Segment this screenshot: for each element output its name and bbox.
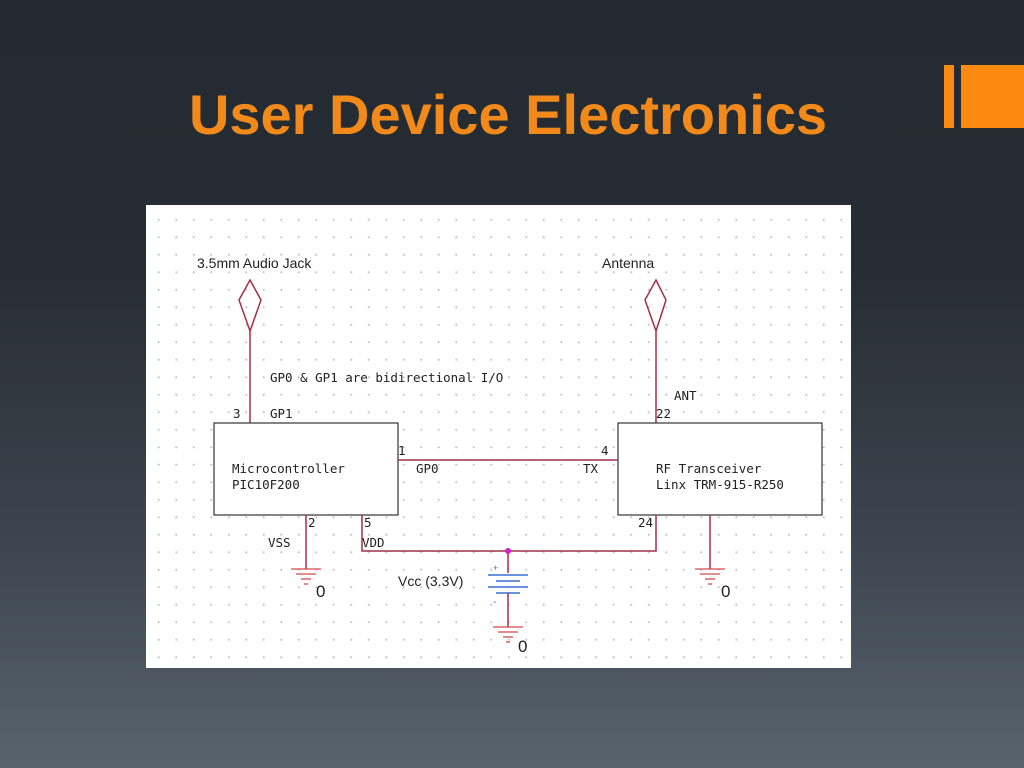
ground-symbol-mcu bbox=[291, 568, 321, 585]
ground-symbol-battery bbox=[493, 626, 523, 643]
pin-tx-number: 4 bbox=[601, 443, 609, 458]
slide-title: User Device Electronics bbox=[188, 83, 828, 146]
battery-plus: + bbox=[493, 563, 498, 573]
pin-gp1-name: GP1 bbox=[270, 406, 293, 421]
schematic-svg: 3.5mm Audio Jack Antenna GP0 & GP1 are b… bbox=[197, 255, 823, 656]
pin-vdd-number: 5 bbox=[364, 515, 372, 530]
antenna-label: Antenna bbox=[602, 255, 654, 271]
microcontroller-part: PIC10F200 bbox=[232, 477, 300, 492]
antenna-symbol bbox=[644, 278, 667, 334]
transceiver-box bbox=[617, 422, 823, 516]
transceiver-name: RF Transceiver bbox=[656, 461, 762, 476]
pin-gp1-number: 3 bbox=[233, 406, 241, 421]
microcontroller-name: Microcontroller bbox=[232, 461, 345, 476]
battery-label: Vcc (3.3V) bbox=[398, 573, 463, 589]
microcontroller-box bbox=[213, 422, 399, 516]
pin-vdd-name: VDD bbox=[362, 535, 385, 550]
pin-ant-name: ANT bbox=[674, 388, 697, 403]
transceiver-part: Linx TRM-915-R250 bbox=[656, 477, 784, 492]
battery-minus: - bbox=[493, 597, 496, 608]
pin-vss-number: 2 bbox=[308, 515, 316, 530]
ground-label-transceiver: 0 bbox=[721, 582, 730, 601]
ground-symbol-transceiver bbox=[695, 568, 725, 585]
pin-tx-name: TX bbox=[583, 461, 599, 476]
decorative-block bbox=[961, 65, 1024, 128]
audio-jack-label: 3.5mm Audio Jack bbox=[197, 255, 312, 271]
pin-gp0-name: GP0 bbox=[416, 461, 439, 476]
battery-symbol bbox=[488, 574, 528, 594]
junction-dot bbox=[505, 548, 511, 554]
decorative-bar bbox=[944, 65, 954, 128]
pin-vcc-number: 24 bbox=[638, 515, 653, 530]
pin-gp0-number: 1 bbox=[398, 443, 406, 458]
vdd-wire bbox=[361, 515, 657, 552]
ground-label-battery: 0 bbox=[518, 637, 527, 656]
pin-ant-number: 22 bbox=[656, 406, 671, 421]
pin-vss-name: VSS bbox=[268, 535, 291, 550]
audio-jack-symbol bbox=[238, 278, 262, 334]
io-note: GP0 & GP1 are bidirectional I/O bbox=[270, 370, 503, 385]
schematic-diagram: 3.5mm Audio Jack Antenna GP0 & GP1 are b… bbox=[146, 205, 851, 668]
ground-label-mcu: 0 bbox=[316, 582, 325, 601]
